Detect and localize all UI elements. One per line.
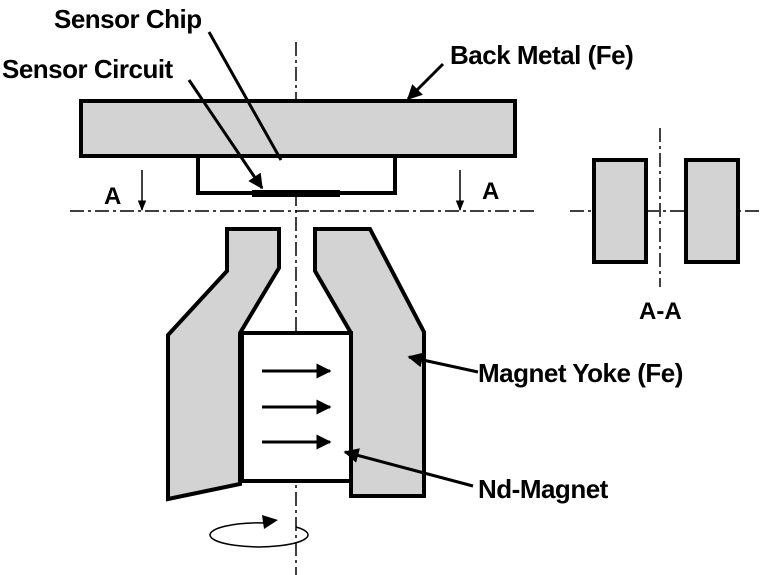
rotation-icon	[209, 515, 309, 548]
section-view-yoke-right	[684, 158, 740, 264]
label-sensor-chip: Sensor Chip	[54, 4, 202, 34]
magnet-yoke-right	[313, 227, 426, 498]
leader-sensor-circuit	[187, 79, 264, 190]
back-metal-plate	[79, 99, 517, 158]
leader-back-metal	[406, 62, 445, 101]
section-view-yoke-left	[592, 158, 648, 264]
label-magnet-yoke: Magnet Yoke (Fe)	[478, 358, 683, 388]
magnet-yoke-left	[166, 227, 281, 502]
label-section-right: A	[482, 178, 499, 205]
label-sensor-circuit: Sensor Circuit	[2, 54, 174, 84]
leader-sensor-chip	[207, 31, 283, 161]
label-nd-magnet: Nd-Magnet	[478, 474, 609, 504]
label-section-left: A	[104, 183, 121, 210]
sensor-chip	[196, 154, 397, 195]
sensor-circuit	[252, 190, 340, 197]
label-back-metal: Back Metal (Fe)	[450, 40, 633, 70]
leader-nd-magnet	[343, 448, 474, 488]
label-section-view: A-A	[639, 298, 682, 325]
leader-magnet-yoke	[407, 352, 479, 374]
